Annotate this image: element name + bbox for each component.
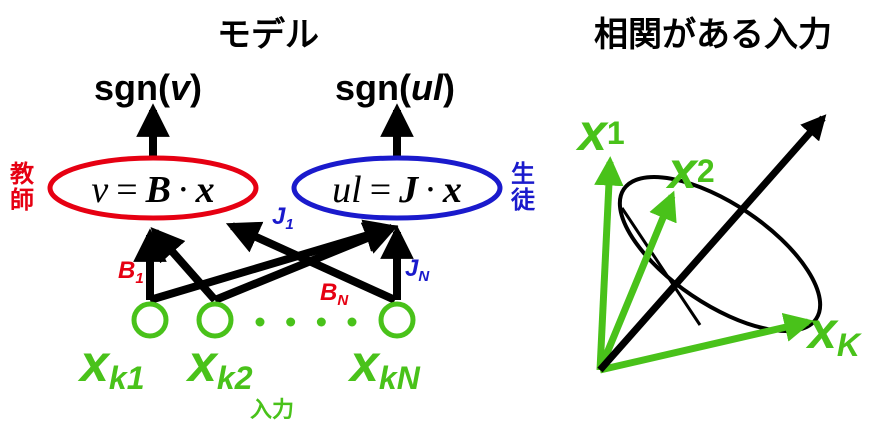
connection-inputN-teacher: [225, 221, 397, 304]
input-label-n-sub: kN: [379, 360, 421, 396]
input-label-n: xkN: [347, 335, 421, 396]
vector-x2-label: x2: [665, 142, 715, 200]
weight-label-bn: BN: [320, 279, 349, 309]
student-label-bottom: 徒: [510, 186, 536, 214]
ellipsis-dot: [255, 317, 265, 327]
student-node: [291, 155, 503, 221]
input-label-1: xk1: [77, 335, 145, 396]
vector-xk-arrow: [599, 312, 814, 374]
teacher-eq-lhs: v: [91, 169, 108, 211]
student-eq-x: x: [442, 169, 462, 211]
teacher-eq-x: x: [195, 169, 215, 211]
weight-j1-main: J: [272, 203, 286, 230]
connection-input2-teacher: [150, 226, 218, 303]
cone-cross-line: [620, 207, 702, 326]
student-output-label: sgn(ul): [335, 67, 455, 108]
weight-label-j1: J1: [272, 203, 294, 233]
student-eq-lhs: ul: [332, 169, 362, 211]
cone-ellipse: [617, 175, 823, 333]
teacher-label-top: 教: [10, 160, 35, 188]
student-label-top: 生: [511, 161, 535, 188]
input-node-n: [378, 301, 416, 339]
ellipsis-dot: [286, 317, 296, 327]
weight-label-jn: JN: [405, 255, 430, 285]
student-output-var: ul: [411, 67, 444, 108]
student-eq-vector: J: [398, 169, 419, 211]
student-output-close: ): [443, 67, 455, 108]
teacher-eq-vector: B: [145, 169, 171, 211]
vector-x2-arrow: [596, 190, 677, 372]
student-eq-equals: =: [370, 169, 391, 211]
input-ellipsis: [255, 317, 357, 327]
vector-x2-sub: 2: [697, 153, 715, 189]
teacher-output-close: ): [190, 67, 202, 108]
input-label-2-sub: k2: [217, 360, 253, 396]
input-node-1: [131, 301, 169, 339]
vector-xk-label: xK: [805, 302, 863, 363]
teacher-label-bottom: 師: [10, 187, 34, 214]
teacher-eq-equals: =: [116, 169, 137, 211]
connection-input2-student: [213, 222, 399, 304]
vector-x1-main: x: [575, 104, 609, 162]
teacher-output-var: v: [170, 67, 192, 108]
vector-x1-arrow: [594, 156, 624, 371]
input-label-2-main: x: [185, 335, 219, 393]
teacher-output-label: sgn(v): [94, 67, 202, 108]
student-eq-dot: ·: [424, 169, 437, 211]
model-title: モデル: [217, 15, 319, 54]
input-label-n-main: x: [347, 335, 381, 393]
student-output-prefix: sgn(: [335, 67, 411, 108]
weight-b1-sub: 1: [135, 270, 143, 287]
weight-j1-sub: 1: [285, 216, 293, 233]
weight-b1-main: B: [118, 257, 135, 284]
correlated-title: 相関がある入力: [594, 16, 832, 54]
weight-bn-main: B: [320, 279, 337, 306]
weight-bn-sub: N: [337, 292, 349, 309]
teacher-output-prefix: sgn(: [94, 67, 170, 108]
weight-jn-main: J: [405, 255, 419, 282]
input-node-2: [196, 301, 234, 339]
vector-x2-main: x: [665, 142, 699, 200]
vector-xk-sub: K: [837, 327, 863, 363]
mean-vector-arrow: [597, 114, 827, 373]
input-label-1-sub: k1: [109, 360, 145, 396]
input-caption: 入力: [250, 397, 294, 422]
ellipsis-dot: [347, 317, 357, 327]
teacher-eq-dot: ·: [177, 169, 190, 211]
connection-input1-student: [148, 219, 399, 304]
input-label-2: xk2: [185, 335, 253, 396]
vector-x1-sub: 1: [607, 115, 625, 151]
teacher-node: [47, 155, 259, 221]
vector-xk-main: x: [805, 302, 839, 360]
student-equation: ul=J·x: [332, 169, 462, 211]
weight-jn-sub: N: [418, 268, 430, 285]
teacher-equation: v=B·x: [91, 169, 214, 211]
weight-label-b1: B1: [118, 257, 144, 287]
ellipsis-dot: [316, 317, 326, 327]
vector-x1-label: x1: [575, 104, 625, 162]
input-label-1-main: x: [77, 335, 111, 393]
